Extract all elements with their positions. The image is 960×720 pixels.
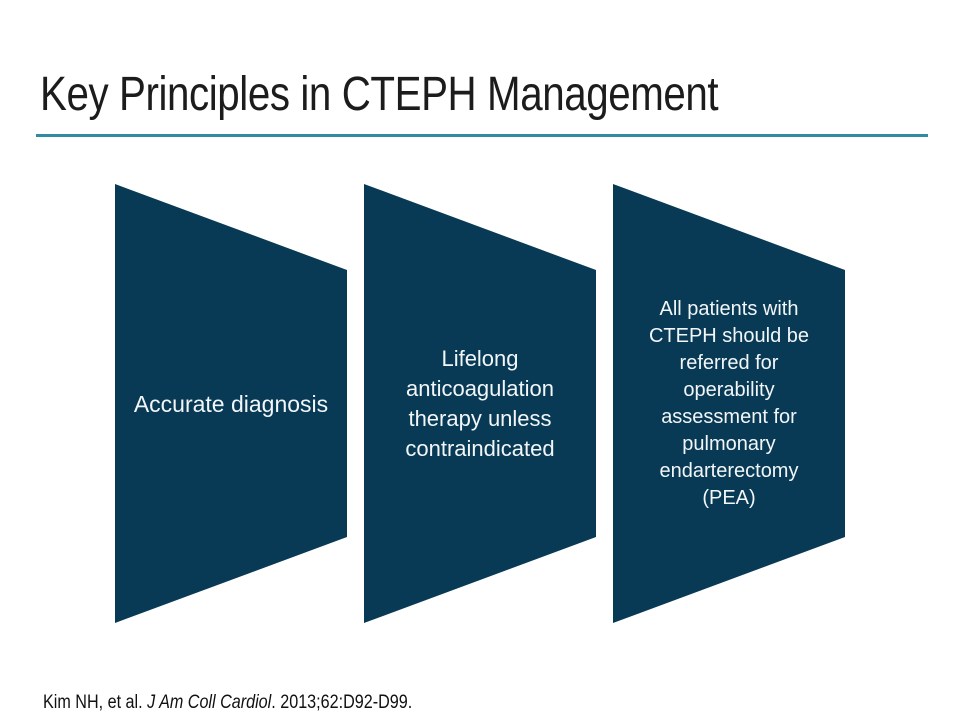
citation-details: . 2013;62:D92-D99. [271, 692, 413, 713]
slide-title: Key Principles in CTEPH Management [40, 68, 719, 121]
citation: Kim NH, et al. J Am Coll Cardiol. 2013;6… [43, 691, 412, 715]
citation-authors: Kim NH, et al. [43, 692, 148, 713]
chevron-label: All patients with CTEPH should be referr… [648, 297, 810, 509]
citation-journal: J Am Coll Cardiol [147, 692, 272, 713]
chevron-label: Accurate diagnosis [133, 390, 329, 417]
chevron-accurate-diagnosis: Accurate diagnosis [115, 184, 347, 623]
title-divider-line [36, 134, 928, 137]
chevron-label: Lifelong anticoagulation therapy unless … [405, 345, 555, 461]
chevron-lifelong-anticoagulation: Lifelong anticoagulation therapy unless … [364, 184, 596, 623]
chevron-pea-referral: All patients with CTEPH should be referr… [613, 184, 845, 623]
